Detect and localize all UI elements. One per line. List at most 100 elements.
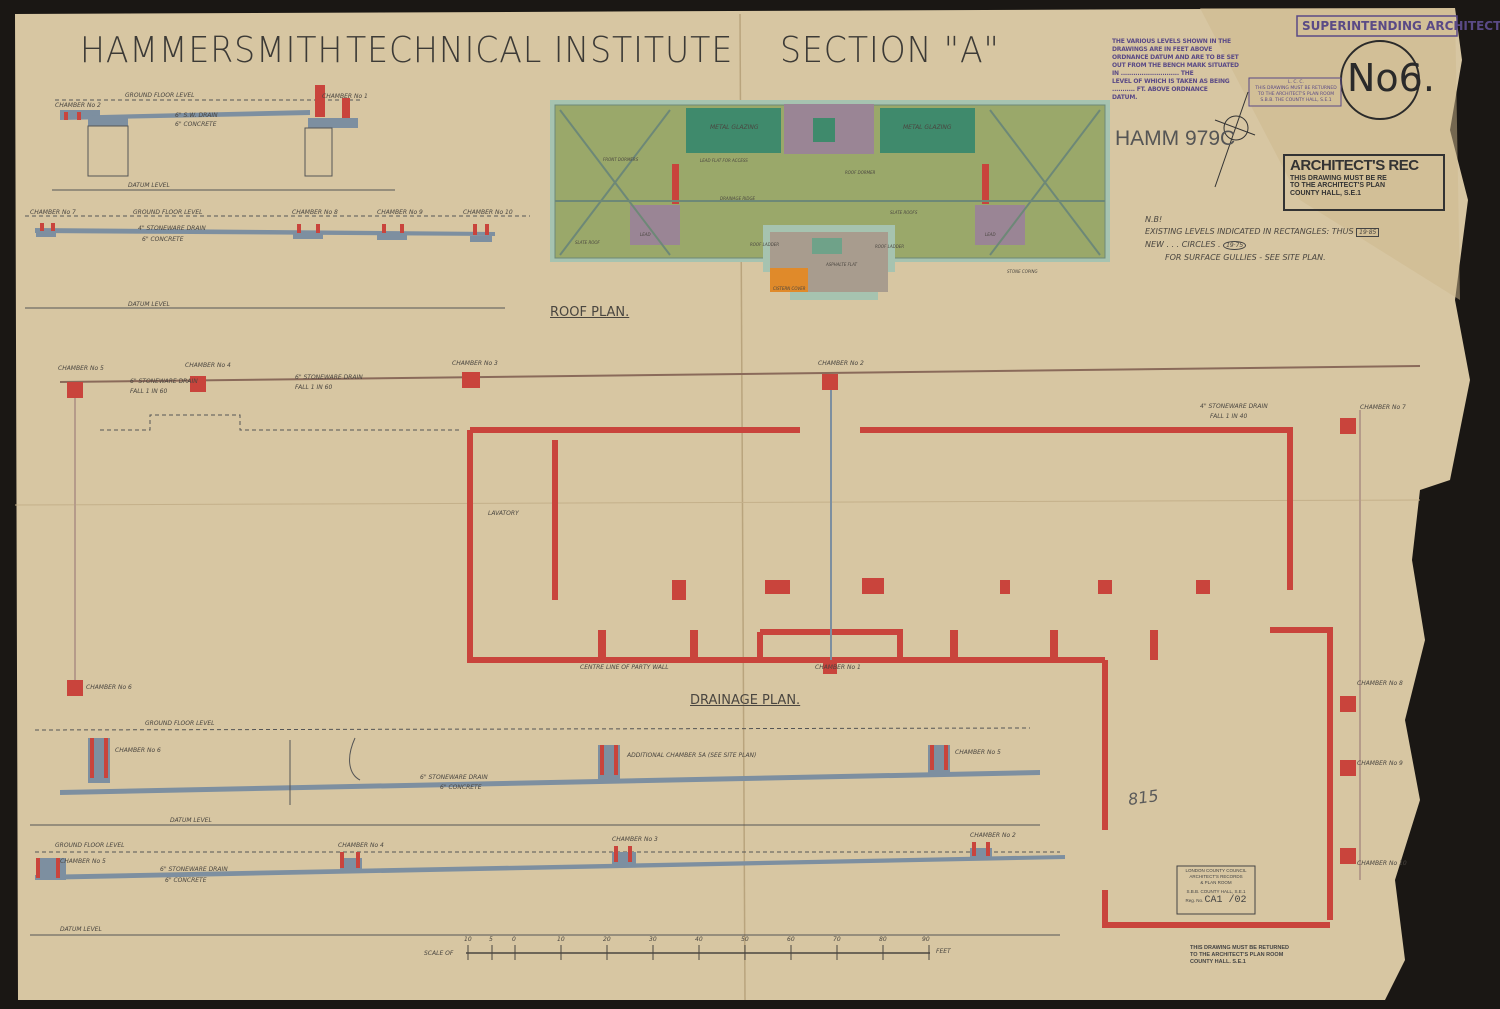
scale-tick-label: 50 (741, 936, 749, 943)
roof-label: LEAD FLAT FOR ACCESS (700, 158, 748, 163)
chamber-label: CHAMBER No 2 (818, 360, 864, 367)
reference-code: HAMM 979C (1115, 127, 1236, 150)
section-label: DATUM LEVEL (60, 926, 102, 933)
plan-room-box (1176, 865, 1256, 915)
scale-tick-label: 30 (649, 936, 657, 943)
section-label: CHAMBER No 6 (115, 747, 161, 754)
roof-label: METAL GLAZING (710, 124, 759, 131)
section-label: CHAMBER No 8 (292, 209, 338, 216)
scale-tick-label: 40 (695, 936, 703, 943)
drain-label: 6" STONEWARE DRAIN (295, 374, 363, 381)
drain-label: LAVATORY (488, 510, 519, 517)
section-label: DATUM LEVEL (128, 182, 170, 189)
scale-tick-label: 10 (557, 936, 565, 943)
roof-label: DRAINAGE RIDGE (720, 196, 756, 201)
roof-label: ROOF LADDER (875, 244, 905, 249)
roof-label: LEAD (640, 232, 651, 237)
scale-unit: FEET (936, 948, 951, 955)
levels-legend: N.B! EXISTING LEVELS INDICATED IN RECTAN… (1145, 214, 1380, 264)
chamber-label: CHAMBER No 8 (1357, 680, 1403, 687)
section-label: 6" CONCRETE (165, 877, 207, 884)
chamber-label: CHAMBER No 1 (815, 664, 861, 671)
manholes (67, 372, 1356, 864)
chamber-label: CHAMBER No 9 (1357, 760, 1403, 767)
drainage-plan-title: DRAINAGE PLAN. (690, 693, 801, 708)
drain-label: 6" STONEWARE DRAIN (130, 378, 198, 385)
roof-label: CISTERN COVER (773, 286, 806, 291)
section-top-1 (52, 85, 395, 191)
lcc-stamp-box (1248, 77, 1342, 107)
section-label: CHAMBER No 5 (60, 858, 106, 865)
drain-label: FALL 1 IN 40 (1210, 413, 1248, 420)
title-part-2: TECHNICAL INSTITUTE (346, 30, 734, 71)
section-top-2 (25, 215, 530, 309)
section-label: CHAMBER No 3 (612, 836, 658, 843)
section-label: ADDITIONAL CHAMBER 5A (SEE SITE PLAN) (627, 752, 757, 759)
section-label: 6" STONEWARE DRAIN (420, 774, 488, 781)
superintending-stamp: SUPERINTENDING ARCHITECT (1302, 19, 1500, 33)
roof-label: METAL GLAZING (903, 124, 952, 131)
roof-plan (550, 100, 1110, 300)
section-label: 6" CONCRETE (142, 236, 184, 243)
section-label: 6" CONCRETE (175, 121, 217, 128)
sheet-number: No6. (1347, 56, 1435, 100)
scale-tick-label: 10 (464, 936, 472, 943)
chamber-label: CHAMBER No 5 (58, 365, 104, 372)
section-label: 4" STONEWARE DRAIN (138, 225, 206, 232)
scale-tick-label: 70 (833, 936, 841, 943)
roof-plan-title: ROOF PLAN. (550, 305, 630, 320)
section-bottom-1 (30, 727, 1040, 826)
section-label: CHAMBER No 9 (377, 209, 423, 216)
drain-label: FALL 1 IN 60 (295, 384, 333, 391)
scale-tick-label: 5 (489, 936, 493, 943)
scale-tick-label: 80 (879, 936, 887, 943)
chamber-label: CHAMBER No 3 (452, 360, 498, 367)
scale-tick-label: 20 (603, 936, 611, 943)
section-label: 6" CONCRETE (440, 784, 482, 791)
chamber-label: CHAMBER No 7 (1360, 404, 1406, 411)
title-part-1: HAMMERSMITH (80, 30, 344, 71)
section-label: CHAMBER No 1 (322, 93, 368, 100)
section-label: CHAMBER No 4 (338, 842, 384, 849)
title-part-3: SECTION "A" (780, 30, 1000, 71)
section-label: GROUND FLOOR LEVEL (55, 842, 125, 849)
registration-mark (1223, 115, 1249, 141)
roof-label: SLATE ROOF (575, 240, 600, 245)
section-label: GROUND FLOOR LEVEL (125, 92, 195, 99)
section-bottom-2 (30, 842, 1065, 936)
section-label: CHAMBER No 2 (55, 102, 101, 109)
section-label: DATUM LEVEL (170, 817, 212, 824)
section-label: CHAMBER No 5 (955, 749, 1001, 756)
section-label: CHAMBER No 10 (463, 209, 513, 216)
records-stamp: ARCHITECT'S REC THIS DRAWING MUST BE RE … (1290, 157, 1419, 197)
roof-label: LEAD (985, 232, 996, 237)
scale-tick-label: 0 (512, 936, 516, 943)
roof-label: STONE COPING (1007, 269, 1038, 274)
scale-tick-label: 90 (922, 936, 930, 943)
section-label: CHAMBER No 7 (30, 209, 76, 216)
section-label: 6" STONEWARE DRAIN (160, 866, 228, 873)
fold-line (14, 499, 1421, 506)
section-label: CHAMBER No 2 (970, 832, 1016, 839)
drain-label: 4" STONEWARE DRAIN (1200, 403, 1268, 410)
scale-label: SCALE OF (424, 950, 454, 957)
section-label: GROUND FLOOR LEVEL (133, 209, 203, 216)
drainage-plan (59, 365, 1421, 928)
drain-label: CENTRE LINE OF PARTY WALL (580, 664, 669, 671)
chamber-label: CHAMBER No 4 (185, 362, 231, 369)
chamber-label: CHAMBER No 10 (1357, 860, 1407, 867)
records-stamp-box (1283, 154, 1445, 211)
drain-label: FALL 1 IN 60 (130, 388, 168, 395)
roof-label: ROOF DORMER (845, 170, 876, 175)
section-label: GROUND FLOOR LEVEL (145, 720, 215, 727)
roof-label: SLATE ROOFS (890, 210, 918, 215)
roof-label: ROOF LADDER (750, 242, 780, 247)
roof-label: ASPHALTE FLAT (826, 262, 858, 267)
scale-tick-label: 60 (787, 936, 795, 943)
